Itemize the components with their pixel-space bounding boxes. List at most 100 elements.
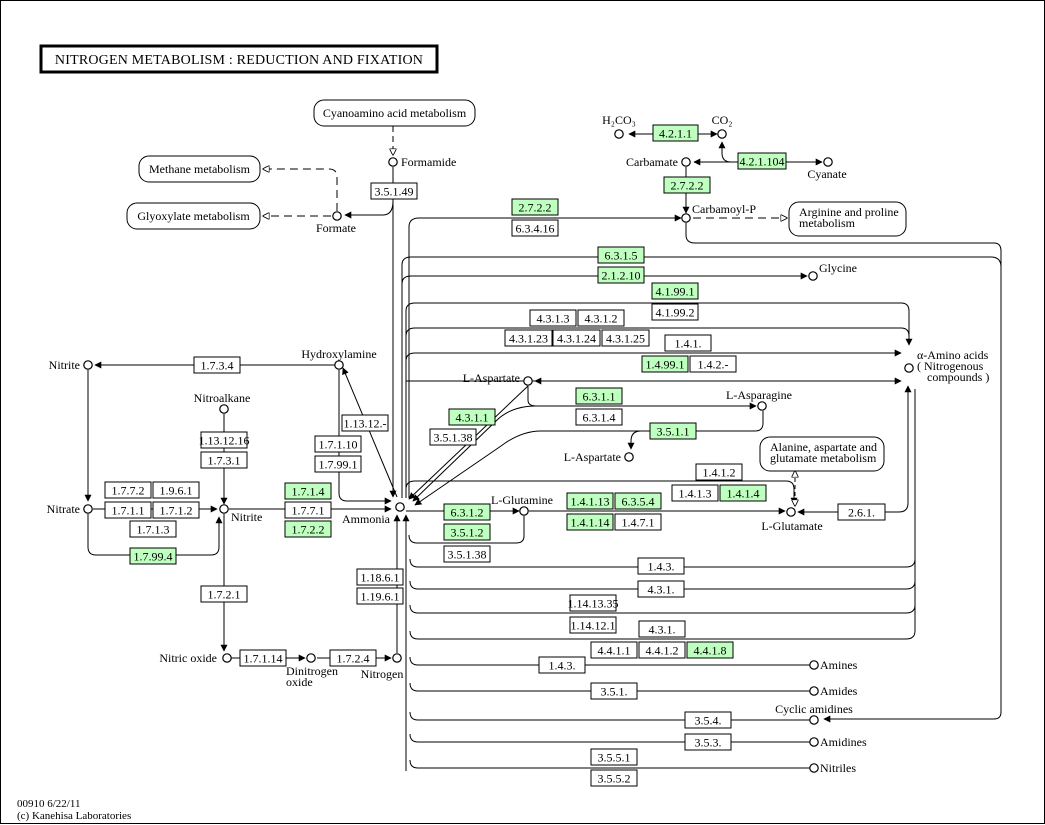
- compound-nitrite_mid[interactable]: Nitrite: [219, 504, 263, 524]
- enzyme-box-rect[interactable]: [200, 431, 248, 449]
- enzyme-box-rect[interactable]: [689, 355, 737, 373]
- compound-laspartate2[interactable]: L-Aspartate: [564, 450, 634, 464]
- compound-node-icon[interactable]: [392, 653, 402, 663]
- enzyme-box-rect[interactable]: [284, 501, 332, 519]
- enzyme-box-rect[interactable]: [837, 503, 886, 521]
- enzyme-box-rect[interactable]: [284, 482, 332, 500]
- enzyme-box-rect[interactable]: [577, 309, 625, 327]
- enzyme-box[interactable]: 3.5.1.38: [429, 428, 477, 446]
- compound-ammonia[interactable]: Ammonia: [342, 502, 405, 526]
- compound-node-icon[interactable]: [757, 401, 767, 411]
- compound-node-icon[interactable]: [809, 686, 819, 696]
- enzyme-box[interactable]: 1.7.2.1: [200, 585, 248, 603]
- enzyme-box[interactable]: 6.3.1.1: [575, 387, 623, 405]
- enzyme-box-rect[interactable]: [356, 587, 404, 605]
- enzyme-box-rect[interactable]: [356, 568, 404, 586]
- enzyme-box-rect[interactable]: [104, 501, 152, 519]
- enzyme-box-rect[interactable]: [129, 520, 177, 538]
- compound-cyclic_amidines[interactable]: Cyclic amidines: [775, 702, 853, 725]
- enzyme-box[interactable]: 1.7.1.3: [129, 520, 177, 538]
- enzyme-box-rect[interactable]: [566, 492, 614, 510]
- enzyme-box[interactable]: 1.7.1.4: [284, 482, 332, 500]
- compound-node-icon[interactable]: [222, 653, 232, 663]
- compound-node-icon[interactable]: [823, 157, 833, 167]
- enzyme-box[interactable]: 4.4.1.2: [638, 641, 686, 659]
- enzyme-box[interactable]: 3.5.5.2: [590, 769, 638, 787]
- enzyme-box-rect[interactable]: [641, 355, 689, 373]
- enzyme-box[interactable]: 1.4.7.1: [614, 513, 662, 531]
- enzyme-box[interactable]: 1.14.13.35: [568, 594, 619, 612]
- enzyme-box[interactable]: 1.7.7.2: [104, 481, 152, 499]
- enzyme-box[interactable]: 4.3.1.: [637, 580, 685, 598]
- compound-node-icon[interactable]: [809, 660, 819, 670]
- enzyme-box[interactable]: 1.4.1.2: [695, 463, 743, 481]
- enzyme-box[interactable]: 6.3.1.2: [443, 503, 491, 521]
- compound-nitrite_top[interactable]: Nitrite: [49, 358, 93, 372]
- compound-lasparagine[interactable]: L-Asparagine: [726, 388, 792, 411]
- enzyme-box-rect[interactable]: [614, 492, 662, 510]
- enzyme-box[interactable]: 1.18.6.1: [356, 568, 404, 586]
- compound-node-icon[interactable]: [334, 360, 344, 370]
- enzyme-box[interactable]: 4.3.1.3: [529, 309, 577, 327]
- enzyme-box-rect[interactable]: [443, 503, 491, 521]
- enzyme-box-rect[interactable]: [504, 329, 553, 347]
- enzyme-box[interactable]: 3.5.1.1: [649, 422, 697, 440]
- enzyme-box-rect[interactable]: [651, 282, 699, 300]
- compound-nitroalkane[interactable]: Nitroalkane: [194, 391, 251, 414]
- enzyme-box-rect[interactable]: [638, 620, 686, 638]
- enzyme-box-rect[interactable]: [443, 545, 491, 563]
- enzyme-box[interactable]: 4.3.1.2: [577, 309, 625, 327]
- enzyme-box-rect[interactable]: [737, 152, 787, 170]
- compound-node-icon[interactable]: [624, 452, 634, 462]
- enzyme-box[interactable]: 4.3.1.25: [601, 329, 650, 347]
- enzyme-box-rect[interactable]: [719, 484, 767, 502]
- enzyme-box[interactable]: 2.7.2.2: [511, 198, 559, 216]
- enzyme-box-rect[interactable]: [511, 219, 559, 237]
- enzyme-box-rect[interactable]: [684, 733, 732, 751]
- enzyme-box-rect[interactable]: [590, 641, 638, 659]
- enzyme-box[interactable]: 2.6.1.: [837, 503, 886, 521]
- compound-nitrogen[interactable]: Nitrogen: [361, 653, 404, 681]
- compound-node-icon[interactable]: [681, 213, 691, 223]
- enzyme-box[interactable]: 1.7.1.14: [239, 649, 287, 667]
- enzyme-box[interactable]: 1.4.1.: [664, 334, 712, 352]
- enzyme-box-rect[interactable]: [652, 124, 699, 142]
- enzyme-box[interactable]: 6.3.5.4: [614, 492, 662, 510]
- compound-lglutamate[interactable]: L-Glutamate: [761, 507, 823, 533]
- enzyme-box[interactable]: 3.5.4.: [684, 711, 732, 729]
- enzyme-box-rect[interactable]: [448, 408, 496, 426]
- compound-node-icon[interactable]: [809, 763, 819, 773]
- compound-laspartate1[interactable]: L-Aspartate: [463, 371, 533, 386]
- enzyme-box-rect[interactable]: [314, 455, 362, 473]
- compound-node-icon[interactable]: [395, 502, 405, 512]
- enzyme-box[interactable]: 1.4.1.14: [566, 513, 614, 531]
- enzyme-box-rect[interactable]: [638, 641, 686, 659]
- enzyme-box[interactable]: 1.4.2.-: [689, 355, 737, 373]
- compound-amides[interactable]: Amides: [809, 684, 858, 698]
- enzyme-box[interactable]: 1.13.12.16: [199, 431, 250, 449]
- enzyme-box[interactable]: 4.3.1.: [638, 620, 686, 638]
- enzyme-box[interactable]: 1.9.6.1: [152, 481, 200, 499]
- enzyme-box[interactable]: 4.2.1.104: [737, 152, 787, 170]
- compound-node-icon[interactable]: [786, 507, 796, 517]
- compound-lglutamine[interactable]: L-Glutamine: [491, 493, 553, 516]
- enzyme-box[interactable]: 6.3.4.16: [511, 219, 559, 237]
- compound-node-icon[interactable]: [523, 376, 533, 386]
- enzyme-box[interactable]: 1.4.3.: [538, 656, 586, 674]
- enzyme-box[interactable]: 1.7.3.1: [200, 451, 248, 469]
- enzyme-box-rect[interactable]: [529, 309, 577, 327]
- enzyme-box[interactable]: 1.7.2.2: [284, 520, 332, 538]
- enzyme-box-rect[interactable]: [329, 649, 377, 667]
- enzyme-box[interactable]: 1.7.3.4: [193, 356, 241, 374]
- enzyme-box[interactable]: 1.14.12.1: [569, 616, 617, 634]
- enzyme-box[interactable]: 1.4.1.3: [671, 484, 719, 502]
- enzyme-box-rect[interactable]: [193, 356, 241, 374]
- compound-hydroxylamine[interactable]: Hydroxylamine: [301, 347, 377, 370]
- enzyme-box[interactable]: 1.19.6.1: [356, 587, 404, 605]
- enzyme-box-rect[interactable]: [429, 428, 477, 446]
- enzyme-box-rect[interactable]: [239, 649, 287, 667]
- compound-node-icon[interactable]: [388, 157, 398, 167]
- compound-node-icon[interactable]: [219, 504, 229, 514]
